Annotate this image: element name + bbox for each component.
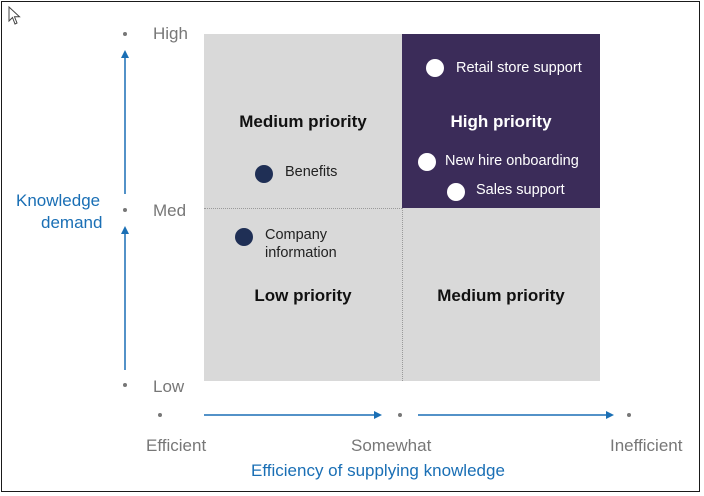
axis-tick-marker xyxy=(158,413,162,417)
axis-tick-marker xyxy=(123,208,127,212)
x-axis-title: Efficiency of supplying knowledge xyxy=(251,461,505,480)
quadrant-label-bottom-right: Medium priority xyxy=(437,286,565,305)
y-tick-high: High xyxy=(153,24,188,43)
quadrant-label-top-right: High priority xyxy=(450,112,552,131)
item-label: Company information xyxy=(265,227,337,261)
quadrant-label-top-left: Medium priority xyxy=(239,112,367,131)
quadrant-label-bottom-left: Low priority xyxy=(254,286,352,305)
x-tick-efficient: Efficient xyxy=(146,436,207,455)
item-label: Benefits xyxy=(285,164,338,180)
quadrant-bottom-right xyxy=(402,208,600,381)
item-marker xyxy=(255,165,273,183)
quadrant-top-left xyxy=(204,34,402,208)
mouse-pointer-icon xyxy=(8,6,21,25)
x-tick-inefficient: Inefficient xyxy=(610,436,683,455)
item-label: Sales support xyxy=(476,182,565,198)
item-marker xyxy=(447,183,465,201)
item-label: Retail store support xyxy=(456,60,582,76)
item-marker xyxy=(235,228,253,246)
quadrant-divider-vertical xyxy=(402,208,403,381)
axis-tick-marker xyxy=(123,32,127,36)
axis-tick-marker xyxy=(627,413,631,417)
y-tick-low: Low xyxy=(153,377,185,396)
y-axis-title-line1: Knowledge xyxy=(16,191,101,210)
item-marker xyxy=(418,153,436,171)
quadrant-divider-horizontal xyxy=(204,208,402,209)
y-axis-title-line2: demand xyxy=(41,213,103,232)
item-label: New hire onboarding xyxy=(445,153,579,169)
y-tick-med: Med xyxy=(153,201,187,220)
axis-tick-marker xyxy=(398,413,402,417)
x-tick-somewhat: Somewhat xyxy=(351,436,432,455)
axis-tick-marker xyxy=(123,383,127,387)
item-marker xyxy=(426,59,444,77)
